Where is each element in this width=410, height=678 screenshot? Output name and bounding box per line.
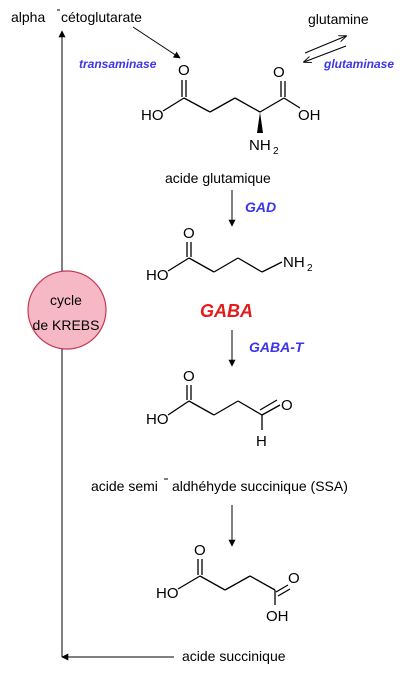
- krebs-cycle: cycle de KREBS: [27, 270, 107, 350]
- glutaminase-arrow-back: [304, 45, 347, 62]
- ssa-label-part1: acide semi: [91, 478, 158, 494]
- krebs-label-line1: cycle: [50, 292, 82, 308]
- svg-text:HO: HO: [146, 267, 169, 284]
- svg-text:O: O: [183, 368, 195, 385]
- glutamic-acid-label: acide glutamique: [165, 170, 271, 186]
- ssa-label-part2: aldhéhyde succinique (SSA): [172, 478, 348, 494]
- alpha-ketoglutarate-label-part1: alpha: [11, 9, 45, 25]
- svg-text:OH: OH: [266, 608, 289, 625]
- gaba-structure: O HO NH 2: [146, 225, 313, 284]
- svg-text:O: O: [281, 397, 293, 414]
- gaba-t-label: GABA-T: [249, 339, 305, 355]
- svg-text:OH: OH: [298, 107, 321, 124]
- svg-text:2: 2: [273, 146, 279, 157]
- ssa-structure: O HO O H: [146, 368, 293, 450]
- svg-text:O: O: [273, 64, 285, 81]
- svg-text:HO: HO: [156, 585, 179, 602]
- svg-text:HO: HO: [146, 411, 169, 428]
- svg-text:H: H: [256, 433, 267, 450]
- gad-label: GAD: [245, 199, 276, 215]
- gaba-label: GABA: [200, 301, 253, 321]
- alpha-ketoglutarate-label-part2: cétoglutarate: [61, 9, 142, 25]
- svg-text:2: 2: [307, 263, 313, 274]
- succinic-acid-label: acide succinique: [182, 648, 286, 664]
- glutaminase-arrow-forward: [304, 36, 346, 54]
- svg-text:O: O: [194, 542, 206, 559]
- succinic-acid-structure: O HO O OH: [156, 542, 300, 625]
- svg-text:NH: NH: [249, 137, 271, 154]
- svg-text:O: O: [178, 62, 190, 79]
- glutaminase-label: glutaminase: [323, 57, 394, 71]
- transaminase-arrow: [132, 26, 181, 59]
- svg-text:HO: HO: [141, 107, 164, 124]
- glutamic-acid-structure: O HO O OH NH 2: [141, 62, 321, 157]
- transaminase-label: transaminase: [79, 57, 157, 71]
- krebs-label-line2: de KREBS: [33, 317, 100, 333]
- svg-text:NH: NH: [283, 254, 305, 271]
- krebs-circle: [27, 270, 107, 350]
- glutamine-label: glutamine: [308, 11, 369, 27]
- svg-text:O: O: [288, 570, 300, 587]
- svg-text:O: O: [183, 225, 195, 242]
